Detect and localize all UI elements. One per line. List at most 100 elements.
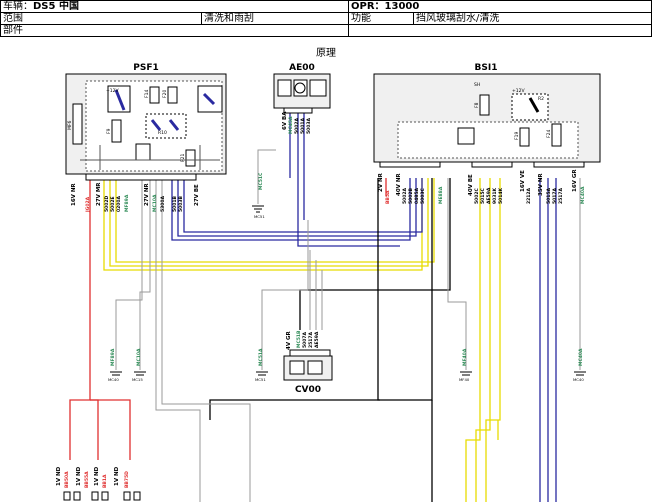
psf1-fuse-mf6 bbox=[72, 103, 83, 145]
psf1-relay-r10 bbox=[145, 113, 187, 139]
wire-label: BB5A bbox=[385, 190, 391, 204]
wire-label: 5017A bbox=[552, 187, 558, 204]
wire-label: BB75D bbox=[124, 471, 130, 488]
gray-wires bbox=[115, 149, 581, 502]
wire-label: MF89A bbox=[110, 348, 116, 366]
opr-label: OPR： bbox=[351, 1, 385, 12]
ground-icon-1 bbox=[252, 205, 264, 213]
cv00-icon-1 bbox=[289, 360, 305, 375]
wire-label: 5007A bbox=[302, 331, 308, 348]
bsi1-name: BSI1 bbox=[475, 63, 498, 73]
wire-label: ME88A bbox=[438, 186, 444, 204]
cv00-connector bbox=[289, 349, 331, 357]
psf1-relay-label: R10 bbox=[158, 130, 167, 136]
ground-label: MF40 bbox=[459, 377, 470, 382]
psf1-supply-label: +12V bbox=[106, 88, 119, 94]
ground-label: MC40 bbox=[573, 377, 584, 382]
wire-label: MF40A bbox=[462, 348, 468, 366]
conn-cv00-a: 4V GR bbox=[286, 330, 292, 350]
wire-label: 5002E bbox=[110, 196, 116, 212]
conn-bottom-d: 1V ND bbox=[114, 466, 120, 486]
ground-icon-4 bbox=[256, 371, 268, 376]
wire-label: 5002D bbox=[104, 195, 110, 212]
wire-label: AE59A bbox=[486, 187, 492, 204]
opr-value: 13000 bbox=[384, 1, 420, 12]
wire-label: MC51B bbox=[296, 330, 302, 348]
conn-psf1-c: 27V NR bbox=[144, 183, 150, 206]
conn-bsi1-c: 40V BE bbox=[468, 174, 474, 196]
psf1-switch-4 bbox=[168, 119, 180, 131]
ground-icon-3 bbox=[134, 371, 146, 376]
bsi1-ic bbox=[457, 127, 475, 145]
psf1-traces bbox=[80, 145, 220, 170]
bottom-terminals bbox=[63, 491, 141, 501]
ground-label: MC40 bbox=[108, 377, 119, 382]
ae00-icon-3 bbox=[309, 79, 327, 97]
wire-label: MC10A bbox=[152, 194, 158, 212]
wire-label: MC45A bbox=[288, 116, 294, 134]
wire-label: 2517A bbox=[558, 187, 564, 204]
conn-psf1-d: 27V BE bbox=[194, 184, 200, 206]
wire-label: MC40A bbox=[580, 186, 586, 204]
wire-label: 5300A bbox=[160, 195, 166, 212]
psf1-fuse4-label: F9 bbox=[106, 128, 112, 134]
ae00-name: AE00 bbox=[289, 63, 315, 73]
wire-label: AE59A bbox=[314, 331, 320, 348]
wire-label: 5002C bbox=[474, 187, 480, 204]
ae00-icon-1 bbox=[277, 79, 292, 97]
wire-label: 0485A bbox=[414, 187, 420, 204]
wire-label: 5001B bbox=[172, 195, 178, 212]
bsi1-fuse3-label: F24 bbox=[546, 130, 552, 138]
wire-label: 5002A bbox=[294, 117, 300, 134]
wire-label: 5003C bbox=[420, 187, 426, 204]
wire-label: 9031K bbox=[492, 187, 498, 204]
psf1-connector bbox=[85, 173, 197, 181]
psf1-fuse5-label: F21 bbox=[180, 154, 186, 162]
parts-value bbox=[348, 24, 652, 37]
bsi1-fuse-f8 bbox=[479, 94, 490, 116]
bsi1-fuse-f19 bbox=[519, 127, 530, 147]
bsi1-switch bbox=[528, 97, 540, 113]
ground-label: MC51 bbox=[254, 214, 265, 219]
ae00-motor-icon bbox=[294, 82, 306, 94]
wire-label: MF89A bbox=[124, 194, 130, 212]
wire-label: 5014K bbox=[498, 187, 504, 204]
wire-label: JG02A bbox=[85, 196, 91, 213]
wire-label: 5002B bbox=[408, 187, 414, 204]
header-table: 车辆：DS5 中国 OPR：13000 范围 清洗和雨刮 功能 挡风玻璃刮水/清… bbox=[0, 0, 652, 37]
red-wires bbox=[69, 178, 387, 460]
wire-label: 5015C bbox=[480, 187, 486, 204]
conn-psf1-b: 27V MR bbox=[96, 182, 102, 206]
psf1-fuse1-label: MF6 bbox=[67, 121, 73, 130]
parts-label: 部件 bbox=[0, 24, 349, 37]
section-title: 原理 bbox=[316, 48, 336, 59]
wire-label: 5003A bbox=[306, 117, 312, 134]
bsi1-relay-label: R2 bbox=[538, 96, 544, 102]
bsi1-fuse2-label: F19 bbox=[514, 132, 520, 140]
wire-label: 0200A bbox=[116, 195, 122, 212]
wire-label: MC51C bbox=[258, 172, 264, 190]
conn-bsi1-a: 2V NR bbox=[378, 172, 384, 192]
conn-bsi1-f: 16V GR bbox=[572, 169, 578, 192]
wire-label: 5001A bbox=[300, 117, 306, 134]
wire-label: 2212A bbox=[526, 187, 532, 204]
bsi1-inner bbox=[397, 121, 579, 159]
black-wires bbox=[209, 178, 451, 502]
psf1-fuse-f9 bbox=[111, 119, 122, 143]
wire-label: MC51A bbox=[258, 348, 264, 366]
conn-bottom-b: 1V ND bbox=[76, 466, 82, 486]
wire-label: 5015A bbox=[546, 187, 552, 204]
wire-label: BB55A bbox=[84, 471, 90, 488]
ground-label: MC15 bbox=[132, 377, 143, 382]
ground-label: MC51 bbox=[255, 377, 266, 382]
ground-icon-5 bbox=[460, 371, 472, 376]
bsi1-supply-label: +12V bbox=[512, 88, 525, 94]
wire-label: 5002A bbox=[402, 187, 408, 204]
cv00-name: CV00 bbox=[295, 385, 321, 395]
cv00-icon-2 bbox=[307, 360, 323, 375]
yellow-wires bbox=[103, 178, 501, 502]
conn-bsi1-e: 35V NR bbox=[538, 173, 544, 196]
conn-bsi1-b: 40V NR bbox=[396, 173, 402, 196]
psf1-name: PSF1 bbox=[133, 63, 159, 73]
